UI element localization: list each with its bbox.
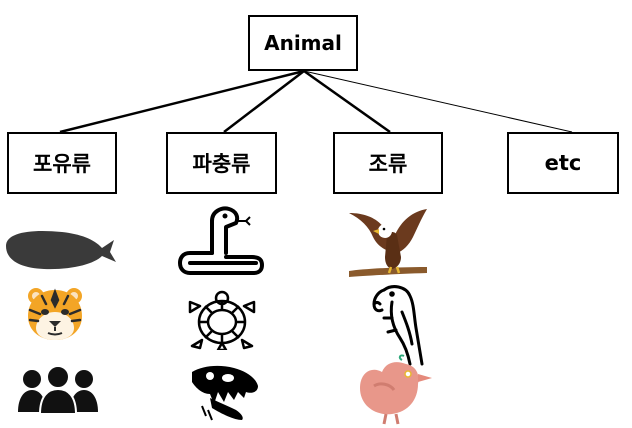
pink-bird-icon [360, 354, 432, 425]
edge-root-etc [303, 70, 573, 133]
eagle-icon [349, 209, 427, 277]
tiger-face-icon [28, 288, 82, 340]
category-node-label: 조류 [368, 152, 408, 176]
people-group-icon [18, 365, 98, 414]
whale-icon [6, 230, 116, 270]
category-node-bird: 조류 [333, 132, 443, 194]
category-node-label: 파충류 [192, 152, 251, 176]
category-node-label: 포유류 [33, 152, 91, 176]
turtle-icon [188, 290, 256, 350]
category-node-reptile: 파충류 [166, 132, 277, 194]
category-node-label: etc [544, 151, 582, 175]
root-node-label: Animal [264, 31, 342, 55]
edge-root-mammal [59, 69, 305, 134]
snake-icon [178, 206, 264, 275]
edge-root-reptile [223, 70, 305, 133]
edge-root-bird [303, 69, 391, 134]
category-node-etc: etc [507, 132, 619, 194]
category-node-mammal: 포유류 [7, 132, 117, 194]
parrot-icon [372, 285, 424, 366]
dinosaur-skull-icon [192, 365, 258, 421]
root-node-animal: Animal [248, 15, 358, 71]
